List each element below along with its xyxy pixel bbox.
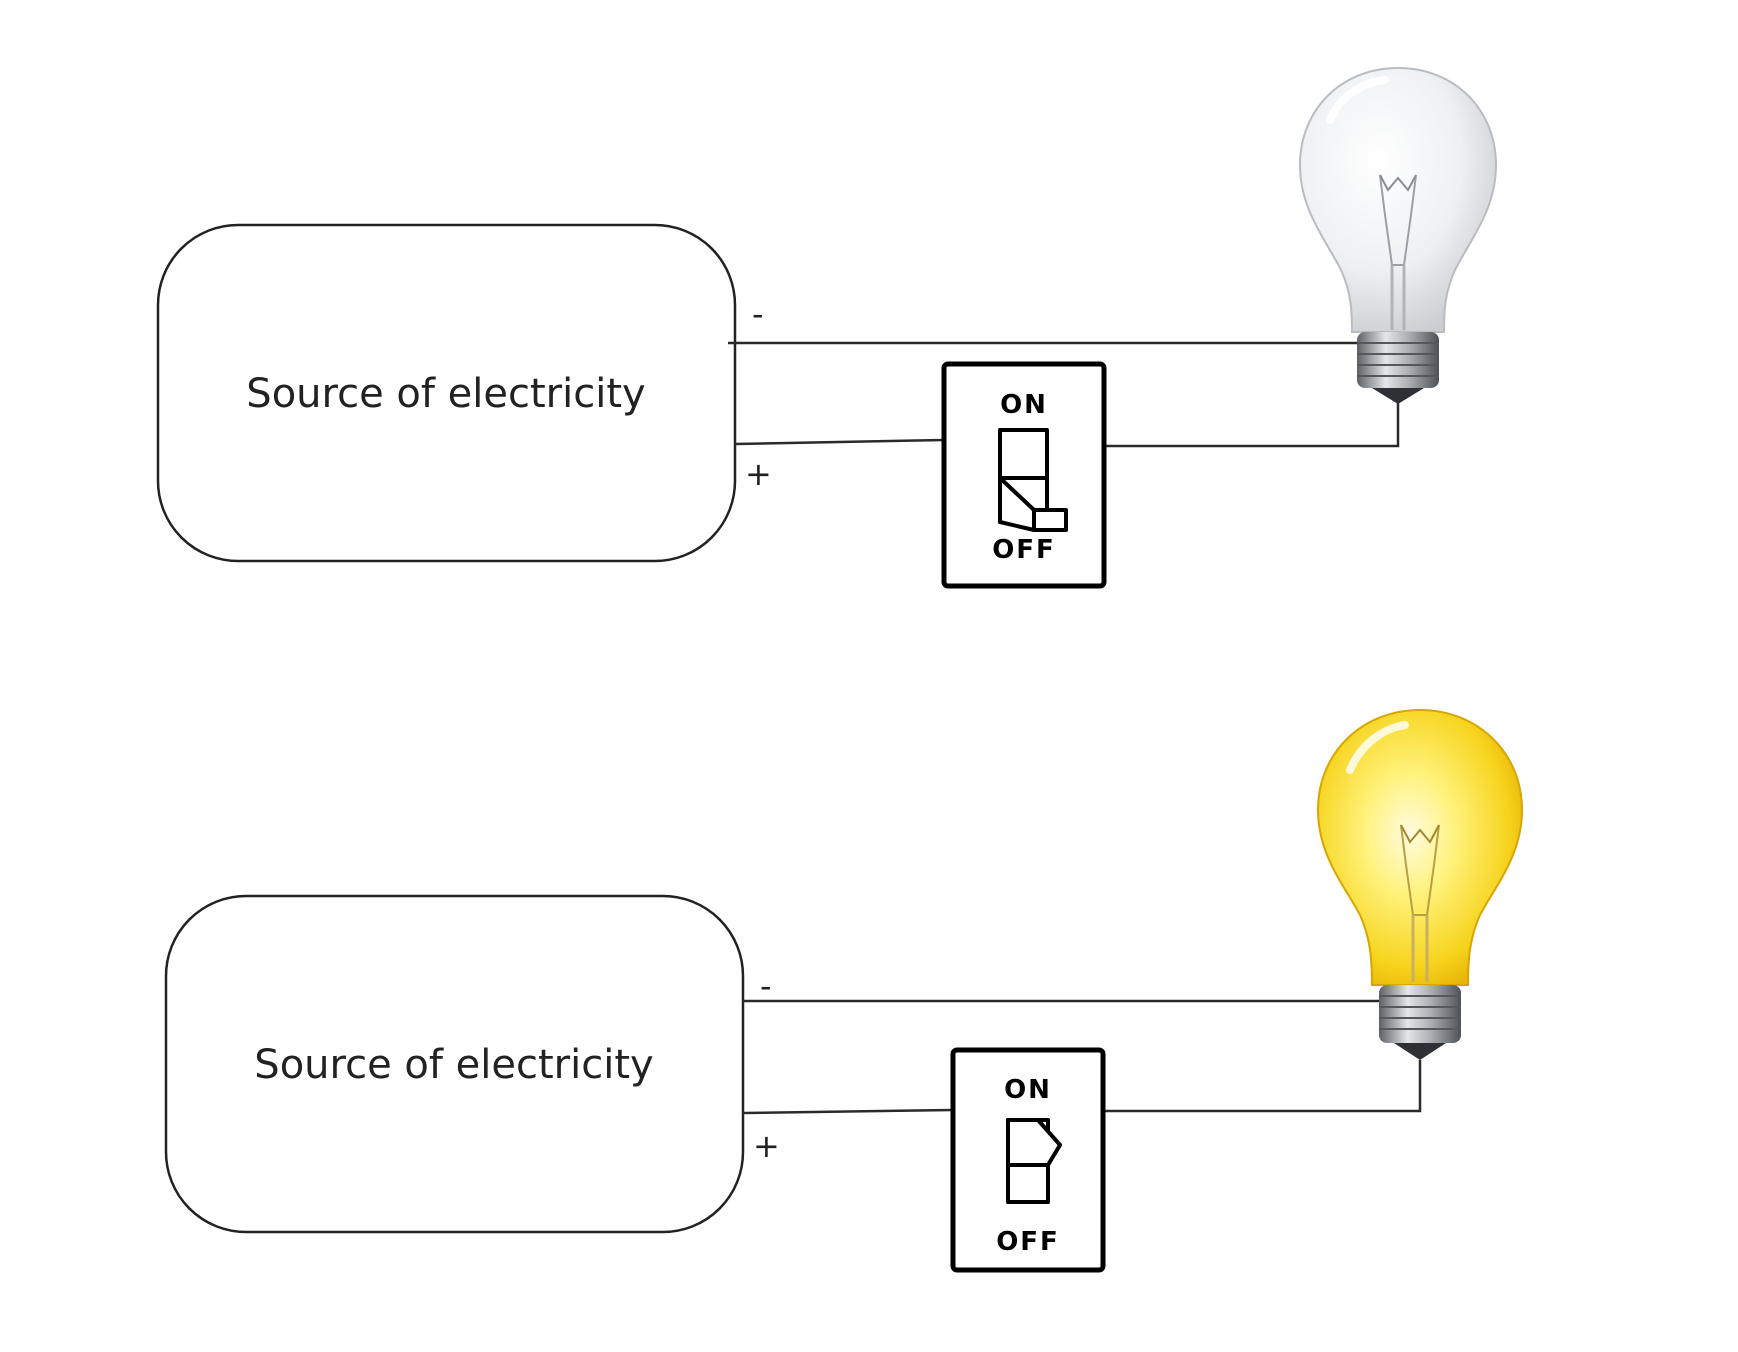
toggle-switch[interactable]: ON OFF [941,361,1107,589]
switch-on-label: ON [1000,390,1048,420]
power-source-label: Source of electricity [246,371,645,417]
positive-terminal-label: + [753,1127,780,1165]
toggle-switch[interactable]: ON OFF [950,1047,1106,1273]
wire-positive-to-switch [742,1108,954,1115]
toggle-lever-up [1006,1118,1062,1204]
circuit-on: Source of electricity - + ON OFF [164,708,1524,1273]
negative-terminal-label: - [752,295,764,333]
light-bulb-on [1316,708,1524,1060]
wire-switch-to-bulb [1103,1060,1422,1113]
positive-terminal-label: + [745,455,772,493]
wire-positive-to-switch [734,438,945,446]
power-source-label: Source of electricity [254,1042,653,1088]
switch-off-label: OFF [996,1227,1060,1257]
wire-switch-to-bulb [1104,400,1400,448]
negative-terminal-label: - [760,967,772,1005]
switch-off-label: OFF [992,535,1056,565]
power-source-box [164,894,745,1234]
light-bulb-off [1298,66,1498,404]
power-source-box [156,223,737,563]
circuit-off: Source of electricity - + ON OFF [156,66,1498,589]
toggle-lever-down [998,428,1068,532]
switch-on-label: ON [1004,1075,1052,1105]
